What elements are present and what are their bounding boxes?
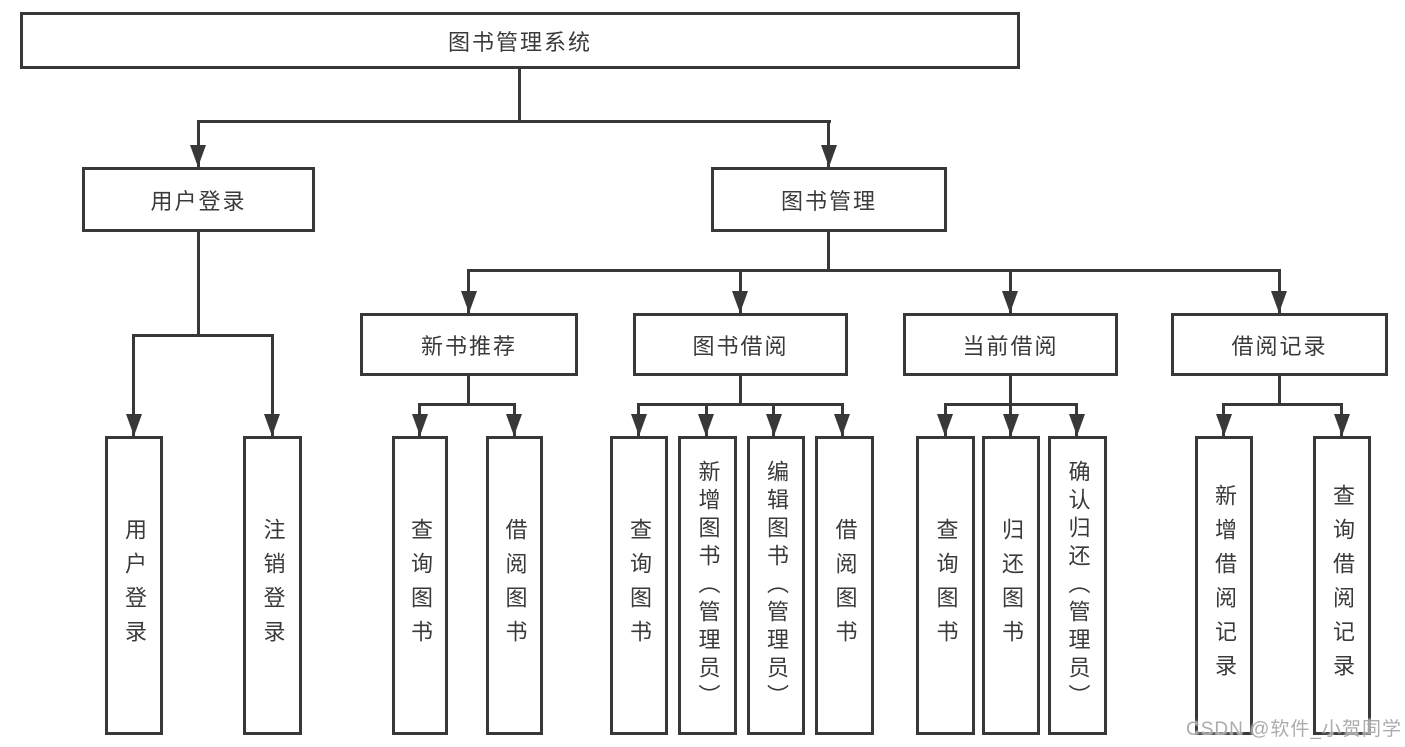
node-label: 新增借阅记录 bbox=[1212, 483, 1237, 688]
leaf-edit-books-admin: 编辑图书（管理员） bbox=[747, 436, 805, 735]
arrow-down-icon bbox=[834, 414, 850, 436]
connector-stub-new-book bbox=[467, 376, 470, 406]
csdn-watermark: CSDN @软件_小贺同学 bbox=[1186, 719, 1402, 740]
node-book-borrowing: 图书借阅 bbox=[633, 313, 848, 376]
arrow-down-icon bbox=[698, 414, 714, 436]
node-label: 查询借阅记录 bbox=[1330, 483, 1355, 688]
connector-drop-leaf bbox=[132, 334, 135, 436]
connector-drop-book-management bbox=[827, 120, 830, 167]
leaf-query-books-3: 查询图书 bbox=[916, 436, 975, 735]
connector-stub-current-borrowing bbox=[1009, 376, 1012, 406]
node-label: 查询图书 bbox=[627, 517, 652, 654]
node-label: 注销登录 bbox=[260, 517, 286, 654]
node-label: 当前借阅 bbox=[962, 333, 1059, 359]
connector-stub-user-login bbox=[197, 232, 200, 336]
node-current-borrowing: 当前借阅 bbox=[903, 313, 1118, 376]
arrow-down-icon bbox=[412, 414, 428, 436]
arrow-down-icon bbox=[1003, 414, 1019, 436]
connector-rail-user-login bbox=[132, 334, 274, 337]
node-library-management-system: 图书管理系统 bbox=[20, 12, 1020, 69]
connector-rail-book-borrowing bbox=[637, 403, 844, 406]
node-label: 查询图书 bbox=[408, 517, 433, 654]
leaf-query-books-2: 查询图书 bbox=[610, 436, 668, 735]
connector-stub-root bbox=[518, 69, 521, 123]
arrow-down-icon bbox=[1271, 291, 1287, 313]
node-borrowing-records: 借阅记录 bbox=[1171, 313, 1388, 376]
arrow-down-icon bbox=[461, 291, 477, 313]
node-label: 图书借阅 bbox=[692, 333, 789, 359]
node-label: 新书推荐 bbox=[420, 333, 517, 359]
arrow-down-icon bbox=[766, 414, 782, 436]
node-label: 查询图书 bbox=[933, 517, 959, 654]
arrow-down-icon bbox=[1002, 291, 1018, 313]
leaf-return-books: 归还图书 bbox=[982, 436, 1040, 735]
leaf-borrow-books-1: 借阅图书 bbox=[486, 436, 543, 735]
node-new-book-recommendation: 新书推荐 bbox=[360, 313, 578, 376]
arrow-down-icon bbox=[937, 414, 953, 436]
arrow-down-icon bbox=[821, 145, 837, 167]
node-user-login: 用户登录 bbox=[82, 167, 315, 232]
arrow-down-icon bbox=[631, 414, 647, 436]
arrow-down-icon bbox=[264, 414, 280, 436]
connector-rail-borrowing-records bbox=[1222, 403, 1342, 406]
arrow-down-icon bbox=[1069, 414, 1085, 436]
connector-drop-user-login bbox=[197, 120, 200, 167]
node-label: 确认归还（管理员） bbox=[1065, 459, 1091, 712]
connector-rail-root bbox=[197, 120, 831, 123]
node-label: 新增图书（管理员） bbox=[695, 459, 721, 712]
leaf-borrow-books-2: 借阅图书 bbox=[815, 436, 874, 735]
node-label: 用户登录 bbox=[150, 188, 247, 214]
leaf-query-books-1: 查询图书 bbox=[392, 436, 448, 735]
leaf-user-login: 用户登录 bbox=[105, 436, 163, 735]
leaf-add-borrow-record: 新增借阅记录 bbox=[1195, 436, 1253, 735]
node-label: 图书管理 bbox=[780, 188, 877, 214]
connector-stub-borrowing-records bbox=[1278, 376, 1281, 406]
leaf-query-borrow-record: 查询借阅记录 bbox=[1313, 436, 1371, 735]
leaf-logout: 注销登录 bbox=[243, 436, 302, 735]
leaf-confirm-return-admin: 确认归还（管理员） bbox=[1048, 436, 1107, 735]
connector-rail-book-management bbox=[467, 269, 1281, 272]
arrow-down-icon bbox=[506, 414, 522, 436]
connector-drop-leaf bbox=[271, 334, 274, 436]
node-label: 归还图书 bbox=[999, 517, 1024, 654]
node-label: 用户登录 bbox=[122, 517, 147, 654]
arrow-down-icon bbox=[1334, 414, 1350, 436]
node-label: 借阅图书 bbox=[502, 517, 528, 654]
connector-rail-new-book bbox=[418, 403, 516, 406]
connector-stub-book-management bbox=[827, 232, 830, 272]
node-label: 借阅记录 bbox=[1231, 333, 1328, 359]
node-book-management: 图书管理 bbox=[711, 167, 947, 232]
node-label: 借阅图书 bbox=[832, 517, 858, 654]
node-label: 图书管理系统 bbox=[447, 29, 592, 55]
arrow-down-icon bbox=[1216, 414, 1232, 436]
arrow-down-icon bbox=[190, 145, 206, 167]
node-label: 编辑图书（管理员） bbox=[764, 459, 789, 712]
connector-stub-book-borrowing bbox=[739, 376, 742, 406]
arrow-down-icon bbox=[732, 291, 748, 313]
arrow-down-icon bbox=[126, 414, 142, 436]
leaf-add-books-admin: 新增图书（管理员） bbox=[678, 436, 737, 735]
